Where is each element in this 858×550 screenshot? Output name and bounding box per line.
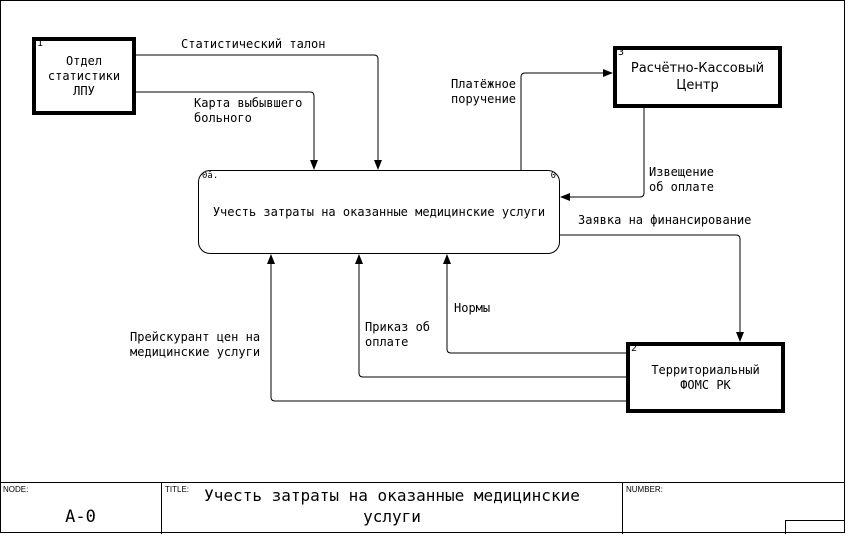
- process-box: 0â. 0 Учесть затраты на оказанные медици…: [198, 170, 560, 254]
- box-label: Расчётно-Кассовый Центр: [630, 61, 765, 93]
- label-payment-notice: Извещение об оплате: [649, 165, 715, 194]
- footer-node-cell: NODE: A-0: [0, 483, 162, 534]
- process-label: Учесть затраты на оказанные медицинские …: [212, 205, 546, 219]
- arrow-norms: [443, 254, 626, 354]
- arrow-price-list: [267, 254, 626, 402]
- box-number: 2: [631, 343, 638, 354]
- label-stat-talon: Статистический талон: [181, 37, 326, 51]
- footer-bar: NODE: A-0 TITLE: Учесть затраты на оказа…: [0, 482, 845, 534]
- label-funding-request: Заявка на финансирование: [578, 213, 752, 227]
- title-caption: TITLE:: [165, 485, 190, 494]
- box-foms: 2 Территориальный ФОМС РК: [626, 342, 785, 413]
- node-caption: NODE:: [3, 485, 29, 494]
- arrow-patient-card: [136, 91, 318, 170]
- process-corner-left: 0â.: [202, 171, 219, 181]
- box-number: 1: [37, 38, 44, 49]
- node-value: A-0: [65, 507, 96, 527]
- arrow-funding-request: [560, 234, 744, 342]
- process-corner-right: 0: [550, 171, 556, 181]
- label-price-list: Прейскурант цен на медицинские услуги: [130, 330, 261, 359]
- title-value: Учесть затраты на оказанные медицинские …: [204, 486, 580, 526]
- diagram-frame: [0, 0, 845, 533]
- label-norms: Нормы: [454, 301, 491, 315]
- arrow-payment-decree: [355, 254, 626, 378]
- arrow-stat-talon: [136, 54, 382, 170]
- label-patient-card: Карта выбывшего больного: [194, 96, 303, 125]
- number-box: [785, 520, 845, 534]
- footer-number-cell: NUMBER:: [623, 483, 845, 534]
- box-statistics-department: 1 Отдел статистики ЛПУ: [32, 37, 136, 115]
- label-payment-decree: Приказ об оплате: [365, 320, 431, 349]
- arrow-payment-notice: [560, 108, 645, 201]
- footer-title-cell: TITLE: Учесть затраты на оказанные медиц…: [162, 483, 623, 534]
- arrow-payment-order: [520, 69, 613, 170]
- box-number: 3: [618, 47, 625, 58]
- box-label: Территориальный ФОМС РК: [651, 362, 760, 392]
- number-caption: NUMBER:: [626, 485, 663, 494]
- box-cash-center: 3 Расчётно-Кассовый Центр: [613, 46, 782, 108]
- box-label: Отдел статистики ЛПУ: [47, 53, 121, 98]
- label-payment-order: Платёжное поручение: [451, 77, 517, 106]
